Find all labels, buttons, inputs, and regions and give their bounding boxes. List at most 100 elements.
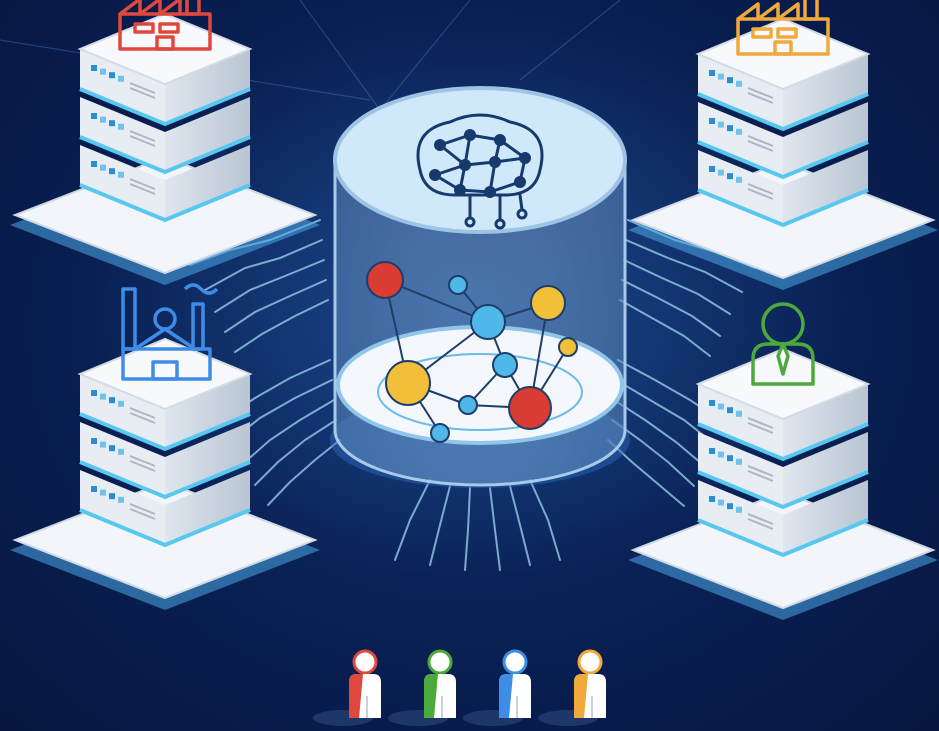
brain-node bbox=[459, 159, 471, 171]
server-indicator-light bbox=[709, 166, 715, 172]
circuit-line bbox=[464, 487, 471, 571]
server-indicator-light bbox=[718, 169, 724, 176]
user-body-accent bbox=[574, 674, 588, 718]
brain-node bbox=[514, 176, 526, 188]
server-indicator-light bbox=[118, 496, 124, 503]
server-vent bbox=[747, 135, 774, 152]
server-indicator-light bbox=[100, 68, 106, 75]
server-bottom-right bbox=[628, 302, 938, 620]
network-node bbox=[558, 337, 578, 357]
server-unit-right-face bbox=[165, 470, 250, 545]
network-node bbox=[430, 423, 450, 443]
server-indicator-light bbox=[109, 72, 115, 79]
server-indicator-light bbox=[718, 73, 724, 80]
users-group bbox=[313, 649, 606, 726]
circuit-line bbox=[244, 399, 335, 463]
user-head bbox=[577, 649, 603, 675]
server-indicator-light bbox=[91, 486, 97, 492]
circuit-line bbox=[429, 485, 451, 566]
circuit-line bbox=[254, 419, 337, 486]
network-nodes bbox=[366, 261, 578, 443]
server-indicator-light bbox=[736, 506, 742, 513]
person-icon bbox=[751, 302, 815, 386]
server-indicator-light bbox=[100, 164, 106, 171]
server-vent bbox=[747, 513, 774, 530]
brain-node bbox=[519, 152, 531, 164]
circuit-line bbox=[615, 379, 713, 443]
server-indicator-light bbox=[709, 496, 715, 502]
server-vent bbox=[129, 82, 156, 99]
factory-icon bbox=[736, 0, 830, 56]
server-unit-glow-line bbox=[79, 183, 251, 223]
server-vent bbox=[129, 455, 156, 472]
circuit-line bbox=[489, 487, 501, 571]
server-vent bbox=[129, 407, 156, 424]
circuit-line bbox=[621, 279, 721, 337]
circuit-line bbox=[613, 399, 703, 465]
server-indicator-light bbox=[91, 161, 97, 167]
server-indicator-light bbox=[718, 121, 724, 128]
server-unit-glow-line bbox=[697, 188, 869, 228]
circuit-line bbox=[623, 259, 731, 315]
circuit-line bbox=[509, 485, 531, 566]
server-indicator-light bbox=[709, 448, 715, 454]
user-icon bbox=[463, 649, 531, 726]
circuit-line bbox=[204, 239, 323, 291]
brain-node bbox=[494, 134, 506, 146]
network-node bbox=[470, 304, 506, 340]
server-indicator-light bbox=[727, 455, 733, 462]
server-unit-right-face bbox=[783, 432, 868, 507]
server-indicator-light bbox=[100, 441, 106, 448]
server-unit-right-face bbox=[783, 102, 868, 177]
power-plant-icon bbox=[121, 283, 219, 381]
network-node bbox=[492, 352, 518, 378]
network-node bbox=[530, 285, 566, 321]
server-unit-left-face bbox=[698, 150, 783, 225]
user-icon bbox=[388, 649, 456, 726]
server-unit-right-face bbox=[783, 384, 868, 459]
user-head bbox=[427, 649, 453, 675]
server-unit-right-face bbox=[783, 480, 868, 555]
network-node bbox=[508, 386, 552, 430]
server-indicator-light bbox=[109, 397, 115, 404]
server-indicator-light bbox=[118, 400, 124, 407]
circuit-line bbox=[607, 439, 685, 507]
brain-node bbox=[464, 129, 476, 141]
server-indicator-light bbox=[727, 503, 733, 510]
server-unit-glow-line bbox=[697, 422, 869, 462]
circuit-line bbox=[267, 439, 341, 506]
network-node bbox=[385, 360, 431, 406]
circuit-line bbox=[619, 299, 711, 357]
server-unit-left-face bbox=[80, 374, 165, 449]
server-vent bbox=[129, 178, 156, 195]
server-vent bbox=[747, 87, 774, 104]
server-unit-left-face bbox=[698, 54, 783, 129]
server-indicator-light bbox=[109, 168, 115, 175]
server-indicator-light bbox=[118, 75, 124, 82]
server-indicator-light bbox=[736, 176, 742, 183]
server-indicator-light bbox=[727, 173, 733, 180]
server-unit-glow-line bbox=[697, 92, 869, 132]
ai-data-hub bbox=[330, 86, 630, 488]
server-unit-glow-line bbox=[79, 412, 251, 452]
brain-stem-end bbox=[516, 208, 528, 220]
server-top-right bbox=[628, 0, 938, 290]
server-indicator-light bbox=[709, 400, 715, 406]
network-node bbox=[458, 395, 478, 415]
server-indicator-light bbox=[736, 128, 742, 135]
server-indicator-light bbox=[709, 70, 715, 76]
server-indicator-light bbox=[727, 407, 733, 414]
server-top-left bbox=[10, 0, 320, 285]
server-unit-right-face bbox=[165, 422, 250, 497]
server-indicator-light bbox=[91, 390, 97, 396]
server-indicator-light bbox=[118, 448, 124, 455]
brain-node bbox=[484, 186, 496, 198]
user-body-accent bbox=[499, 674, 513, 718]
server-indicator-light bbox=[727, 125, 733, 132]
server-indicator-light bbox=[100, 116, 106, 123]
server-unit-left-face bbox=[698, 432, 783, 507]
server-indicator-light bbox=[109, 120, 115, 127]
server-unit-glow-line bbox=[697, 470, 869, 510]
circuit-line bbox=[234, 299, 329, 353]
server-unit-right-face bbox=[783, 150, 868, 225]
